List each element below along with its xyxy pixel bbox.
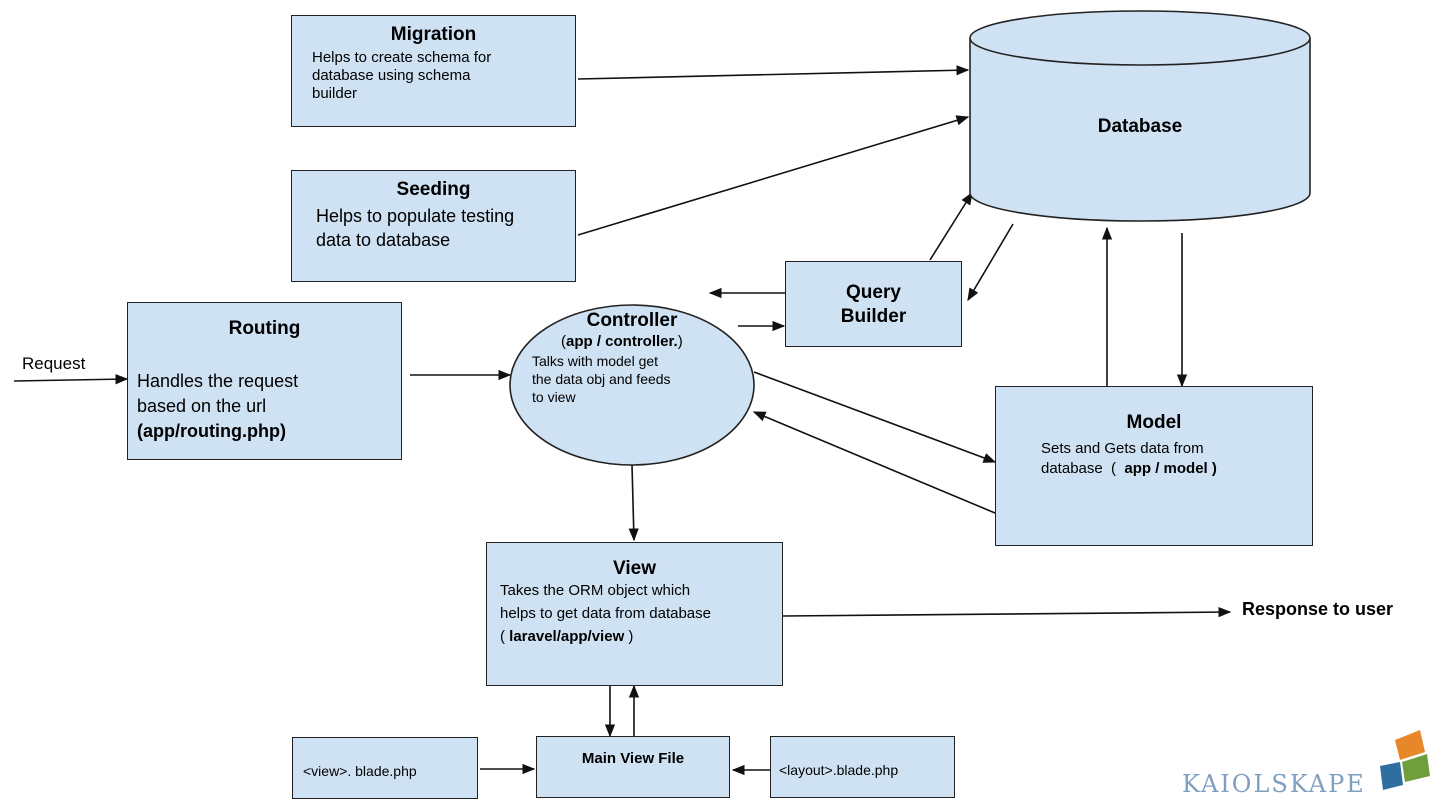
response-label: Response to user bbox=[1242, 599, 1394, 619]
controller-desc-line-1: Talks with model get bbox=[532, 353, 659, 369]
model-desc-suffix: ) bbox=[1207, 460, 1217, 477]
arrow-request-to-routing bbox=[13, 374, 129, 385]
arrow-database-to-querybuilder bbox=[967, 223, 1014, 302]
migration-desc-line-2: database using schema bbox=[312, 67, 471, 84]
routing-desc-line-2: based on the url bbox=[137, 396, 267, 416]
query-builder-title-line-2: Builder bbox=[840, 306, 907, 327]
arrow-seeding-to-database bbox=[577, 115, 970, 236]
arrow-model-to-controller bbox=[752, 411, 996, 514]
model-desc: Sets and Gets data from bbox=[1041, 440, 1204, 457]
controller-title: Controller bbox=[586, 310, 678, 331]
arrow-controller-to-view bbox=[628, 464, 639, 542]
seeding-desc-line-1: Helps to populate testing bbox=[316, 206, 515, 226]
view-blade-label: <view>. blade.php bbox=[303, 763, 417, 779]
routing-path: (app/routing.php) bbox=[137, 421, 286, 441]
logo-tile-blue bbox=[1380, 762, 1403, 790]
view-box bbox=[486, 542, 783, 686]
controller-desc-line-2: the data obj and feeds bbox=[532, 371, 671, 387]
controller-path-open: ( bbox=[561, 333, 566, 350]
model-desc-prefix: database ( bbox=[1041, 460, 1121, 477]
model-desc-bold: app / model bbox=[1120, 460, 1208, 477]
view-path-suffix: ) bbox=[624, 628, 634, 645]
main-view-file-label: Main View File bbox=[581, 750, 685, 767]
model-desc-line-2: database ( app / model ) bbox=[1041, 460, 1217, 477]
view-desc-line-1: Takes the ORM object which bbox=[500, 582, 691, 599]
query-builder-title-line-1: Query bbox=[846, 282, 901, 303]
query-builder-box bbox=[785, 261, 962, 347]
arrow-querybuilder-to-database bbox=[929, 191, 973, 261]
layout-blade-box bbox=[770, 736, 955, 798]
model-box bbox=[995, 386, 1313, 546]
routing-desc-line-1: Handles the request bbox=[137, 371, 299, 391]
main-view-file-box bbox=[536, 736, 730, 798]
seeding-title: Seeding bbox=[396, 179, 471, 200]
view-path-prefix: ( bbox=[500, 628, 510, 645]
controller-path: (app / controller.) bbox=[561, 333, 683, 350]
view-path: ( laravel/app/view ) bbox=[500, 628, 633, 645]
migration-title: Migration bbox=[390, 24, 477, 45]
migration-box bbox=[291, 15, 576, 127]
controller-path-bold: app / controller. bbox=[566, 333, 678, 350]
view-desc-line-2: helps to get data from database bbox=[500, 605, 711, 622]
view-path-bold: laravel/app/view bbox=[509, 628, 625, 645]
arrow-controller-to-model bbox=[753, 371, 997, 463]
model-title: Model bbox=[1126, 412, 1182, 433]
view-title: View bbox=[613, 558, 656, 579]
arrow-view-to-response bbox=[782, 606, 1232, 618]
kaiolskape-logo-mark bbox=[1380, 730, 1430, 790]
layout-blade-label: <layout>.blade.php bbox=[779, 762, 899, 778]
migration-desc-line-3: builder bbox=[312, 85, 358, 102]
logo-tile-orange bbox=[1395, 730, 1425, 760]
logo-tile-green bbox=[1402, 754, 1430, 782]
routing-box bbox=[127, 302, 402, 460]
controller-desc-line-3: to view bbox=[532, 389, 576, 405]
arrow-migration-to-database bbox=[577, 65, 970, 80]
routing-title: Routing bbox=[228, 318, 301, 339]
seeding-box bbox=[291, 170, 576, 282]
migration-desc-line-1: Helps to create schema for bbox=[312, 49, 492, 66]
controller-path-close: ) bbox=[677, 333, 683, 350]
kaiolskape-logo-text: KAIOLSKAPE bbox=[1182, 770, 1366, 798]
seeding-desc-line-2: data to database bbox=[316, 230, 451, 250]
request-label: Request bbox=[22, 354, 86, 373]
database-cylinder bbox=[969, 10, 1311, 222]
database-title: Database bbox=[1097, 116, 1183, 137]
controller-ellipse bbox=[509, 304, 755, 466]
